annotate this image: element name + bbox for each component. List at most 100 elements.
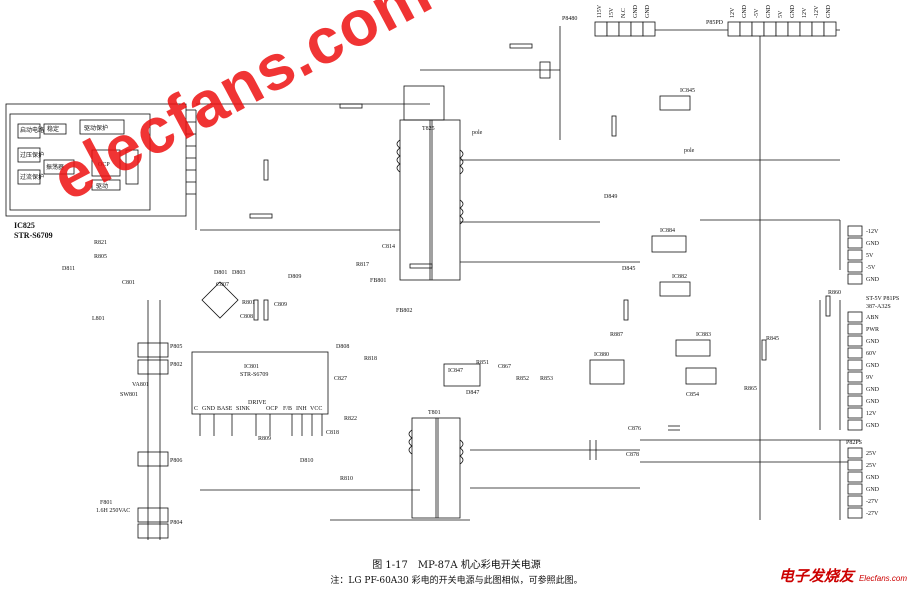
- svg-text:R817: R817: [356, 262, 369, 268]
- svg-text:P82PS: P82PS: [846, 440, 862, 446]
- svg-text:FB801: FB801: [370, 278, 386, 284]
- svg-text:25V: 25V: [866, 463, 877, 469]
- svg-text:STR-S6709: STR-S6709: [240, 372, 268, 378]
- connector-p8480: P8480 115V 15V N.C GND GND: [562, 4, 656, 37]
- svg-text:GND: GND: [202, 406, 216, 412]
- svg-text:15V: 15V: [609, 7, 615, 18]
- svg-text:GND: GND: [866, 475, 880, 481]
- svg-text:pole: pole: [472, 130, 483, 136]
- svg-text:R818: R818: [364, 356, 377, 362]
- svg-text:IC801: IC801: [244, 364, 259, 370]
- svg-text:IC883: IC883: [696, 332, 711, 338]
- svg-text:稳定: 稳定: [47, 125, 59, 133]
- ic825-block: [5, 103, 187, 217]
- svg-text:F801: F801: [100, 500, 112, 506]
- svg-text:D810: D810: [300, 458, 313, 464]
- svg-text:STR-S6709: STR-S6709: [14, 231, 53, 240]
- svg-text:P8480: P8480: [562, 16, 577, 22]
- svg-text:C867: C867: [498, 364, 511, 370]
- svg-text:GND: GND: [866, 399, 880, 405]
- svg-text:IC847: IC847: [448, 368, 463, 374]
- svg-text:IC880: IC880: [594, 352, 609, 358]
- ic801-labels: IC801 STR-S6709 C GND BASE SINK DRIVE OC…: [194, 364, 322, 412]
- svg-text:D849: D849: [604, 194, 617, 200]
- svg-text:IC884: IC884: [660, 228, 675, 234]
- svg-text:SW801: SW801: [120, 392, 138, 398]
- svg-text:R853: R853: [540, 376, 553, 382]
- svg-text:C807: C807: [216, 282, 229, 288]
- svg-text:GND: GND: [790, 4, 796, 18]
- svg-text:R887: R887: [610, 332, 623, 338]
- svg-text:P85PD: P85PD: [706, 20, 724, 26]
- svg-text:D808: D808: [336, 344, 349, 350]
- svg-text:GND: GND: [866, 339, 880, 345]
- svg-text:C801: C801: [122, 280, 135, 286]
- svg-text:pole: pole: [684, 148, 695, 154]
- svg-text:R821: R821: [94, 240, 107, 246]
- svg-text:GND: GND: [826, 4, 832, 18]
- svg-text:5V: 5V: [866, 253, 874, 259]
- svg-text:-5V: -5V: [754, 8, 760, 18]
- svg-text:GND: GND: [866, 363, 880, 369]
- svg-text:D845: D845: [622, 266, 635, 272]
- svg-text:-27V: -27V: [866, 499, 879, 505]
- svg-text:启动电路: 启动电路: [20, 126, 44, 134]
- logo-text-zh: 电子发烧友: [778, 567, 854, 585]
- svg-text:1.6H 250VAC: 1.6H 250VAC: [96, 508, 130, 514]
- svg-text:P804: P804: [170, 520, 182, 526]
- svg-text:C878: C878: [626, 452, 639, 458]
- svg-text:T825: T825: [422, 126, 435, 132]
- svg-text:C854: C854: [686, 392, 699, 398]
- svg-text:FB802: FB802: [396, 308, 412, 314]
- svg-text:BASE: BASE: [217, 406, 233, 412]
- svg-text:P802: P802: [170, 362, 182, 368]
- svg-text:R805: R805: [94, 254, 107, 260]
- svg-text:ST-5V P81PS: ST-5V P81PS: [866, 296, 899, 302]
- ic825-labels: 启动电路 过压保护 过流保护 稳定 驱动保护 振荡器 OCP 驱动 IC825 …: [14, 124, 110, 240]
- connector-p82ps: P82PS 25V 25V GND GND -27V -27V: [846, 440, 880, 519]
- svg-text:GND: GND: [866, 277, 880, 283]
- figure-caption: 图 1-17 MP-87A 机心彩电开关电源: [372, 560, 541, 571]
- svg-text:-12V: -12V: [866, 229, 879, 235]
- svg-text:C827: C827: [334, 376, 347, 382]
- svg-text:VCC: VCC: [310, 406, 322, 412]
- svg-text:C876: C876: [628, 426, 641, 432]
- svg-text:-12V: -12V: [814, 5, 820, 18]
- svg-text:R865: R865: [744, 386, 757, 392]
- site-logo: 电子发烧友 Elecfans.com: [774, 563, 911, 588]
- ic801-block: [191, 351, 329, 415]
- svg-text:DRIVE: DRIVE: [248, 400, 267, 406]
- svg-text:GND: GND: [633, 4, 639, 18]
- svg-text:D809: D809: [288, 274, 301, 280]
- svg-text:ABN: ABN: [866, 315, 879, 321]
- svg-text:12V: 12V: [730, 7, 736, 18]
- svg-text:GND: GND: [742, 4, 748, 18]
- svg-text:25V: 25V: [866, 451, 877, 457]
- svg-text:387-A32S: 387-A32S: [866, 304, 891, 310]
- svg-text:12V: 12V: [802, 7, 808, 18]
- connector-p815: -12V GND 5V -5V GND: [847, 225, 880, 285]
- svg-text:L801: L801: [92, 316, 105, 322]
- svg-text:-27V: -27V: [866, 511, 879, 517]
- svg-text:PWR: PWR: [866, 327, 879, 333]
- svg-text:GND: GND: [645, 4, 651, 18]
- svg-text:9V: 9V: [866, 375, 874, 381]
- svg-text:R851: R851: [476, 360, 489, 366]
- connector-p81ps: ST-5V P81PS 387-A32S ABN PWR GND 60V GND…: [847, 296, 899, 431]
- svg-text:IC845: IC845: [680, 88, 695, 94]
- svg-text:C808: C808: [240, 314, 253, 320]
- svg-text:C809: C809: [274, 302, 287, 308]
- svg-text:振荡器: 振荡器: [46, 163, 64, 171]
- svg-text:T801: T801: [428, 410, 441, 416]
- svg-text:60V: 60V: [866, 351, 877, 357]
- svg-text:R801: R801: [242, 300, 255, 306]
- svg-text:R845: R845: [766, 336, 779, 342]
- svg-text:R809: R809: [258, 436, 271, 442]
- svg-text:R822: R822: [344, 416, 357, 422]
- svg-text:D803: D803: [232, 270, 245, 276]
- svg-text:5V: 5V: [778, 10, 784, 18]
- svg-text:C814: C814: [382, 244, 395, 250]
- svg-text:D801: D801: [214, 270, 227, 276]
- svg-text:D811: D811: [62, 266, 75, 272]
